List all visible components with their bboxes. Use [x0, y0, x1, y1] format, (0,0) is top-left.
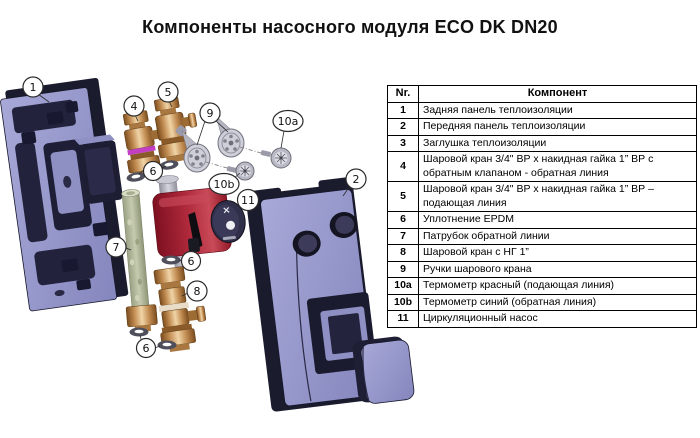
component-number: 7	[387, 227, 419, 245]
svg-text:7: 7	[113, 241, 120, 254]
component-name: Шаровой кран 3/4" ВР х накидная гайка 1”…	[418, 151, 697, 182]
circulation-pump	[152, 175, 246, 268]
component-name: Патрубок обратной линии	[418, 227, 697, 245]
washer	[129, 327, 149, 337]
component-number: 10b	[387, 293, 419, 311]
component-number: 10a	[387, 277, 419, 295]
header-component: Компонент	[418, 85, 697, 103]
svg-text:5: 5	[165, 86, 172, 99]
svg-text:4: 4	[131, 100, 138, 113]
callout-2: 2	[345, 168, 367, 190]
callout-10b: 10b	[208, 172, 240, 196]
component-name: Задняя панель теплоизоляции	[418, 101, 697, 119]
callout-9: 9	[199, 102, 221, 124]
callout-6-mid: 6	[180, 250, 202, 272]
svg-text:6: 6	[150, 165, 157, 178]
component-number: 6	[387, 211, 419, 229]
insulation-cap	[352, 336, 415, 404]
svg-text:6: 6	[188, 255, 195, 268]
return-pipe	[121, 189, 158, 333]
svg-text:11: 11	[241, 194, 255, 207]
header-nr: Nr.	[387, 85, 419, 103]
callout-6-bottom: 6	[135, 337, 157, 359]
svg-text:10a: 10a	[278, 115, 299, 128]
thermometer-red	[260, 147, 292, 169]
component-number: 1	[387, 101, 419, 119]
component-name: Заглушка теплоизоляции	[418, 134, 697, 152]
svg-text:9: 9	[207, 107, 214, 120]
callouts: 1 4 5 9 10a 10b	[22, 76, 367, 359]
component-number: 4	[387, 151, 419, 182]
back-insulation-panel	[0, 77, 129, 312]
component-name: Циркуляционный насос	[418, 310, 697, 328]
callout-4: 4	[123, 95, 145, 117]
washer	[159, 160, 179, 170]
component-name: Термометр синий (обратная линия)	[418, 293, 697, 311]
callout-11: 11	[236, 188, 260, 212]
component-name: Шаровой кран с НГ 1”	[418, 244, 697, 262]
component-name: Ручки шарового крана	[418, 260, 697, 278]
exploded-view-diagram: 1 4 5 9 10a 10b	[0, 76, 415, 412]
svg-text:2: 2	[353, 173, 360, 186]
washer	[157, 340, 177, 350]
ball-valve-bottom	[153, 266, 207, 352]
thermometer-blue	[226, 161, 255, 181]
callout-8: 8	[186, 280, 208, 302]
callout-10a: 10a	[272, 109, 304, 133]
callout-1: 1	[22, 76, 44, 98]
valve-handle-left	[175, 125, 211, 173]
callout-6-top: 6	[142, 160, 164, 182]
component-number: 8	[387, 244, 419, 262]
page-title: Компоненты насосного модуля ECO DK DN20	[142, 17, 558, 37]
component-name: Передняя панель теплоизоляции	[418, 118, 697, 136]
component-number: 3	[387, 134, 419, 152]
callout-7: 7	[105, 236, 127, 258]
svg-text:8: 8	[194, 285, 201, 298]
callout-5: 5	[157, 81, 179, 103]
component-number: 9	[387, 260, 419, 278]
washer	[161, 255, 181, 265]
component-name: Термометр красный (подающая линия)	[418, 277, 697, 295]
component-name: Уплотнение EPDM	[418, 211, 697, 229]
component-name: Шаровой кран 3/4" ВР х накидная гайка 1”…	[418, 181, 697, 212]
component-number: 2	[387, 118, 419, 136]
svg-text:6: 6	[143, 342, 150, 355]
svg-text:1: 1	[30, 81, 37, 94]
svg-text:10b: 10b	[214, 178, 235, 191]
component-number: 5	[387, 181, 419, 212]
washer	[126, 172, 146, 182]
epdm-washers	[126, 160, 181, 350]
component-number: 11	[387, 310, 419, 328]
table-header-row: Nr. Компонент	[387, 85, 697, 103]
